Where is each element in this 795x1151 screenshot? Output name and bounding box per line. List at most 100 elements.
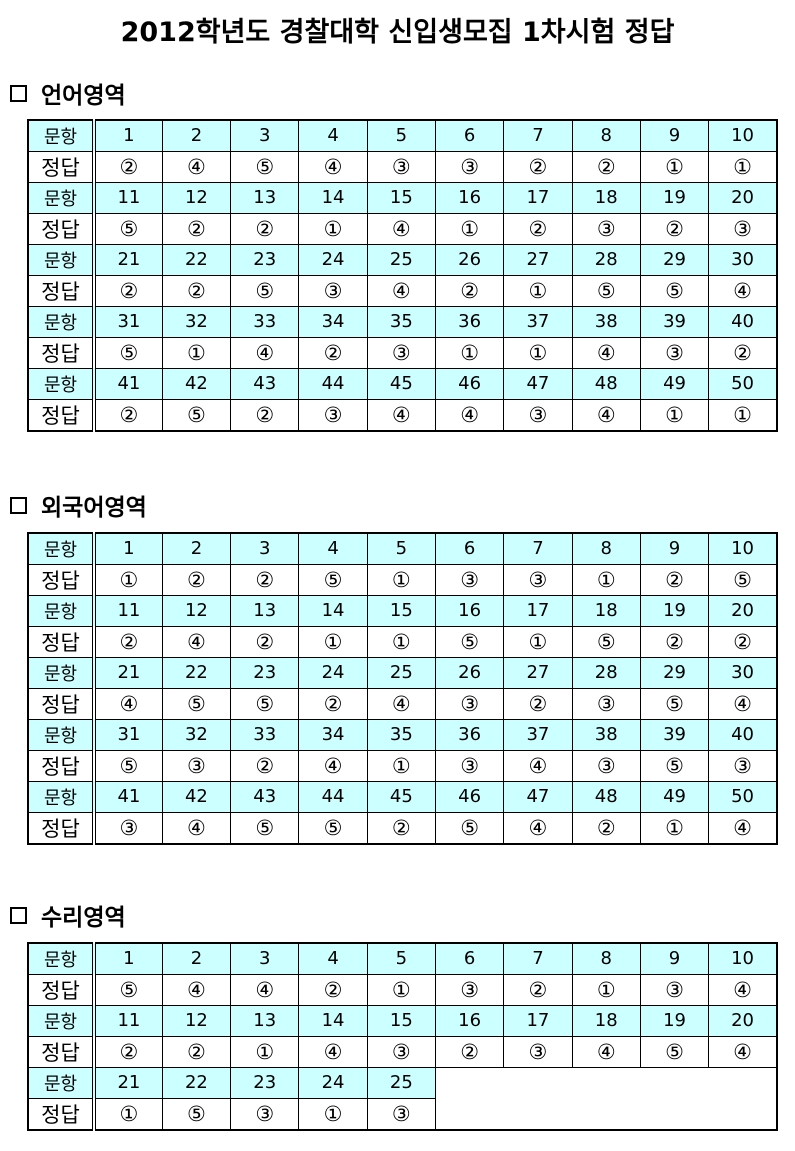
answer-cell: ② (639, 625, 710, 658)
question-number-cell: 19 (639, 594, 710, 627)
answer-row-label: 정답 (27, 749, 96, 782)
question-number-cell: 50 (708, 780, 778, 813)
question-number-cell: 25 (366, 1066, 436, 1099)
answer-cell: ② (366, 811, 436, 844)
question-number-cell: 9 (639, 942, 710, 975)
answer-cell: ③ (93, 811, 163, 844)
answer-cell: ② (93, 274, 163, 307)
section-title: 외국어영역 (41, 494, 147, 521)
page-title: 2012학년도 경찰대학 신입생모집 1차시험 정답 (120, 17, 675, 48)
answer-cell: ⑤ (93, 212, 163, 245)
question-number-cell: 49 (639, 780, 710, 813)
answer-cell: ③ (708, 212, 778, 245)
answer-cell: ④ (298, 150, 368, 183)
answer-row-label: 정답 (27, 398, 96, 431)
question-number-cell: 1 (93, 119, 163, 152)
question-number-cell: 38 (571, 718, 641, 751)
answer-cell: ③ (639, 973, 710, 1006)
question-number-cell: 23 (230, 656, 300, 689)
answer-cell: ① (366, 563, 436, 596)
question-number-cell: 11 (93, 181, 163, 214)
question-number-cell: 4 (298, 532, 368, 565)
question-number-cell: 32 (161, 718, 232, 751)
question-number-cell: 18 (571, 1004, 641, 1037)
question-number-cell: 9 (639, 532, 710, 565)
question-row-label: 문항 (27, 181, 96, 214)
question-row-label: 문항 (27, 243, 96, 276)
answer-cell: ③ (571, 212, 641, 245)
answer-cell: ③ (298, 398, 368, 431)
answer-cell: ③ (161, 749, 232, 782)
answer-cell: ① (298, 625, 368, 658)
question-number-cell: 17 (503, 181, 573, 214)
answer-cell: ④ (708, 274, 778, 307)
answer-cell: ⑤ (434, 811, 505, 844)
answer-cell: ③ (434, 973, 505, 1006)
answer-cell: ⑤ (161, 687, 232, 720)
question-row-label: 문항 (27, 305, 96, 338)
answer-cell: ① (503, 274, 573, 307)
answer-cell: ④ (230, 336, 300, 369)
answer-cell: ② (230, 749, 300, 782)
question-row-label: 문항 (27, 119, 96, 152)
question-number-cell: 46 (434, 367, 505, 400)
question-number-cell: 50 (708, 367, 778, 400)
empty-cell (435, 1098, 504, 1130)
answer-cell: ② (298, 973, 368, 1006)
question-number-cell: 2 (161, 119, 232, 152)
answer-cell: ③ (434, 687, 505, 720)
answer-cell: ② (434, 274, 505, 307)
empty-cell (503, 1067, 573, 1098)
question-number-cell: 41 (93, 367, 163, 400)
section-title: 수리영역 (41, 904, 126, 931)
answer-cell: ⑤ (230, 150, 300, 183)
question-number-cell: 46 (434, 780, 505, 813)
question-number-cell: 11 (93, 1004, 163, 1037)
question-number-cell: 23 (230, 1066, 300, 1099)
answer-cell: ④ (571, 398, 641, 431)
answer-cell: ① (639, 150, 710, 183)
question-row-label: 문항 (27, 942, 96, 975)
question-number-cell: 28 (571, 243, 641, 276)
question-number-cell: 2 (161, 942, 232, 975)
question-number-cell: 30 (708, 243, 778, 276)
answer-cell: ① (708, 398, 778, 431)
question-number-cell: 15 (366, 1004, 436, 1037)
answer-cell: ② (93, 625, 163, 658)
question-number-cell: 4 (298, 119, 368, 152)
answer-cell: ② (230, 212, 300, 245)
checkbox-icon (10, 496, 27, 514)
answer-cell: ④ (230, 973, 300, 1006)
question-row-label: 문항 (27, 1004, 96, 1037)
question-number-cell: 8 (571, 119, 641, 152)
answer-cell: ⑤ (434, 625, 505, 658)
question-row-label: 문항 (27, 780, 96, 813)
question-number-cell: 29 (639, 243, 710, 276)
answer-cell: ③ (366, 336, 436, 369)
question-number-cell: 13 (230, 1004, 300, 1037)
question-number-cell: 16 (434, 1004, 505, 1037)
question-number-cell: 25 (366, 656, 436, 689)
question-number-cell: 44 (298, 367, 368, 400)
empty-cell (708, 1098, 777, 1130)
question-number-cell: 18 (571, 181, 641, 214)
answer-cell: ② (230, 625, 300, 658)
answer-row-label: 정답 (27, 150, 96, 183)
question-number-cell: 45 (366, 367, 436, 400)
answer-cell: ④ (366, 274, 436, 307)
question-number-cell: 40 (708, 305, 778, 338)
answer-row-label: 정답 (27, 212, 96, 245)
answer-cell: ① (93, 1097, 163, 1130)
answer-cell: ④ (161, 625, 232, 658)
answer-cell: ④ (571, 1035, 641, 1068)
question-number-cell: 41 (93, 780, 163, 813)
